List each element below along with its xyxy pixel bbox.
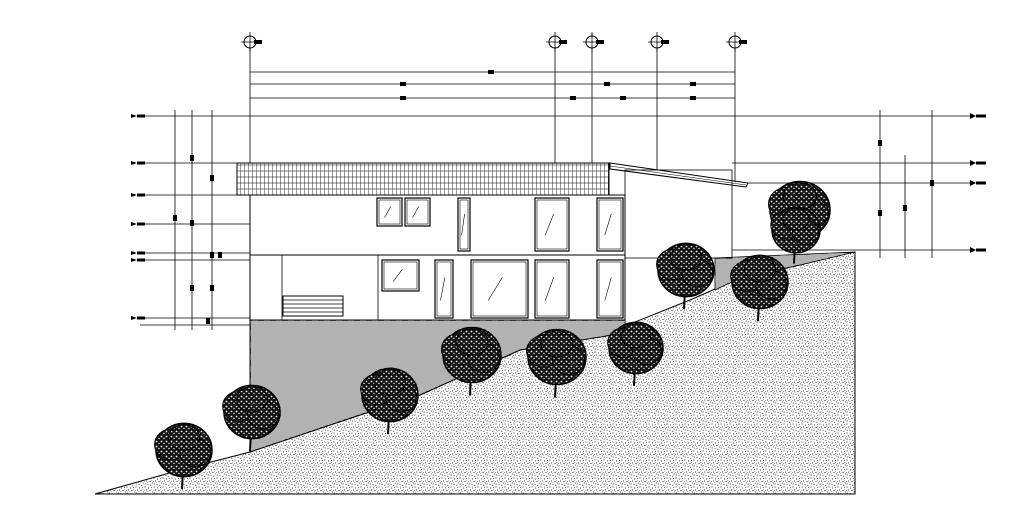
level-marker [970, 113, 986, 119]
dimension-ticks [173, 70, 934, 324]
trees [154, 180, 831, 490]
window [596, 197, 624, 252]
grid-bubble [583, 32, 604, 52]
tree [730, 254, 789, 322]
window [470, 259, 529, 319]
level-marker [970, 160, 986, 166]
windows [376, 197, 624, 319]
grid-bubble [241, 32, 262, 52]
level-marker [131, 193, 145, 197]
level-marker [131, 161, 145, 165]
roof-tile-hatch [236, 162, 610, 196]
window [404, 197, 431, 227]
level-marker [970, 247, 986, 253]
tree [154, 422, 213, 490]
level-marker [131, 222, 145, 226]
tree [441, 326, 502, 396]
level-marker [131, 316, 145, 320]
window [596, 259, 624, 319]
window [434, 259, 454, 319]
window [457, 197, 471, 252]
tree [360, 367, 419, 435]
side-roof [609, 162, 749, 188]
bench [282, 295, 344, 317]
window [381, 259, 420, 292]
grid-bubble [546, 32, 567, 52]
level-marker [131, 251, 145, 255]
level-markers [131, 113, 986, 320]
level-marker [131, 114, 145, 118]
tree [656, 242, 715, 310]
tree [770, 206, 821, 264]
tree [222, 384, 281, 452]
grid-bubble [726, 32, 747, 52]
tree [607, 321, 664, 386]
level-marker [970, 180, 986, 186]
tree [526, 328, 587, 398]
grid-bubbles [241, 32, 747, 52]
grid-bubble [648, 32, 669, 52]
window [376, 197, 403, 227]
window [534, 259, 570, 319]
level-marker [131, 258, 145, 262]
window [534, 197, 570, 252]
